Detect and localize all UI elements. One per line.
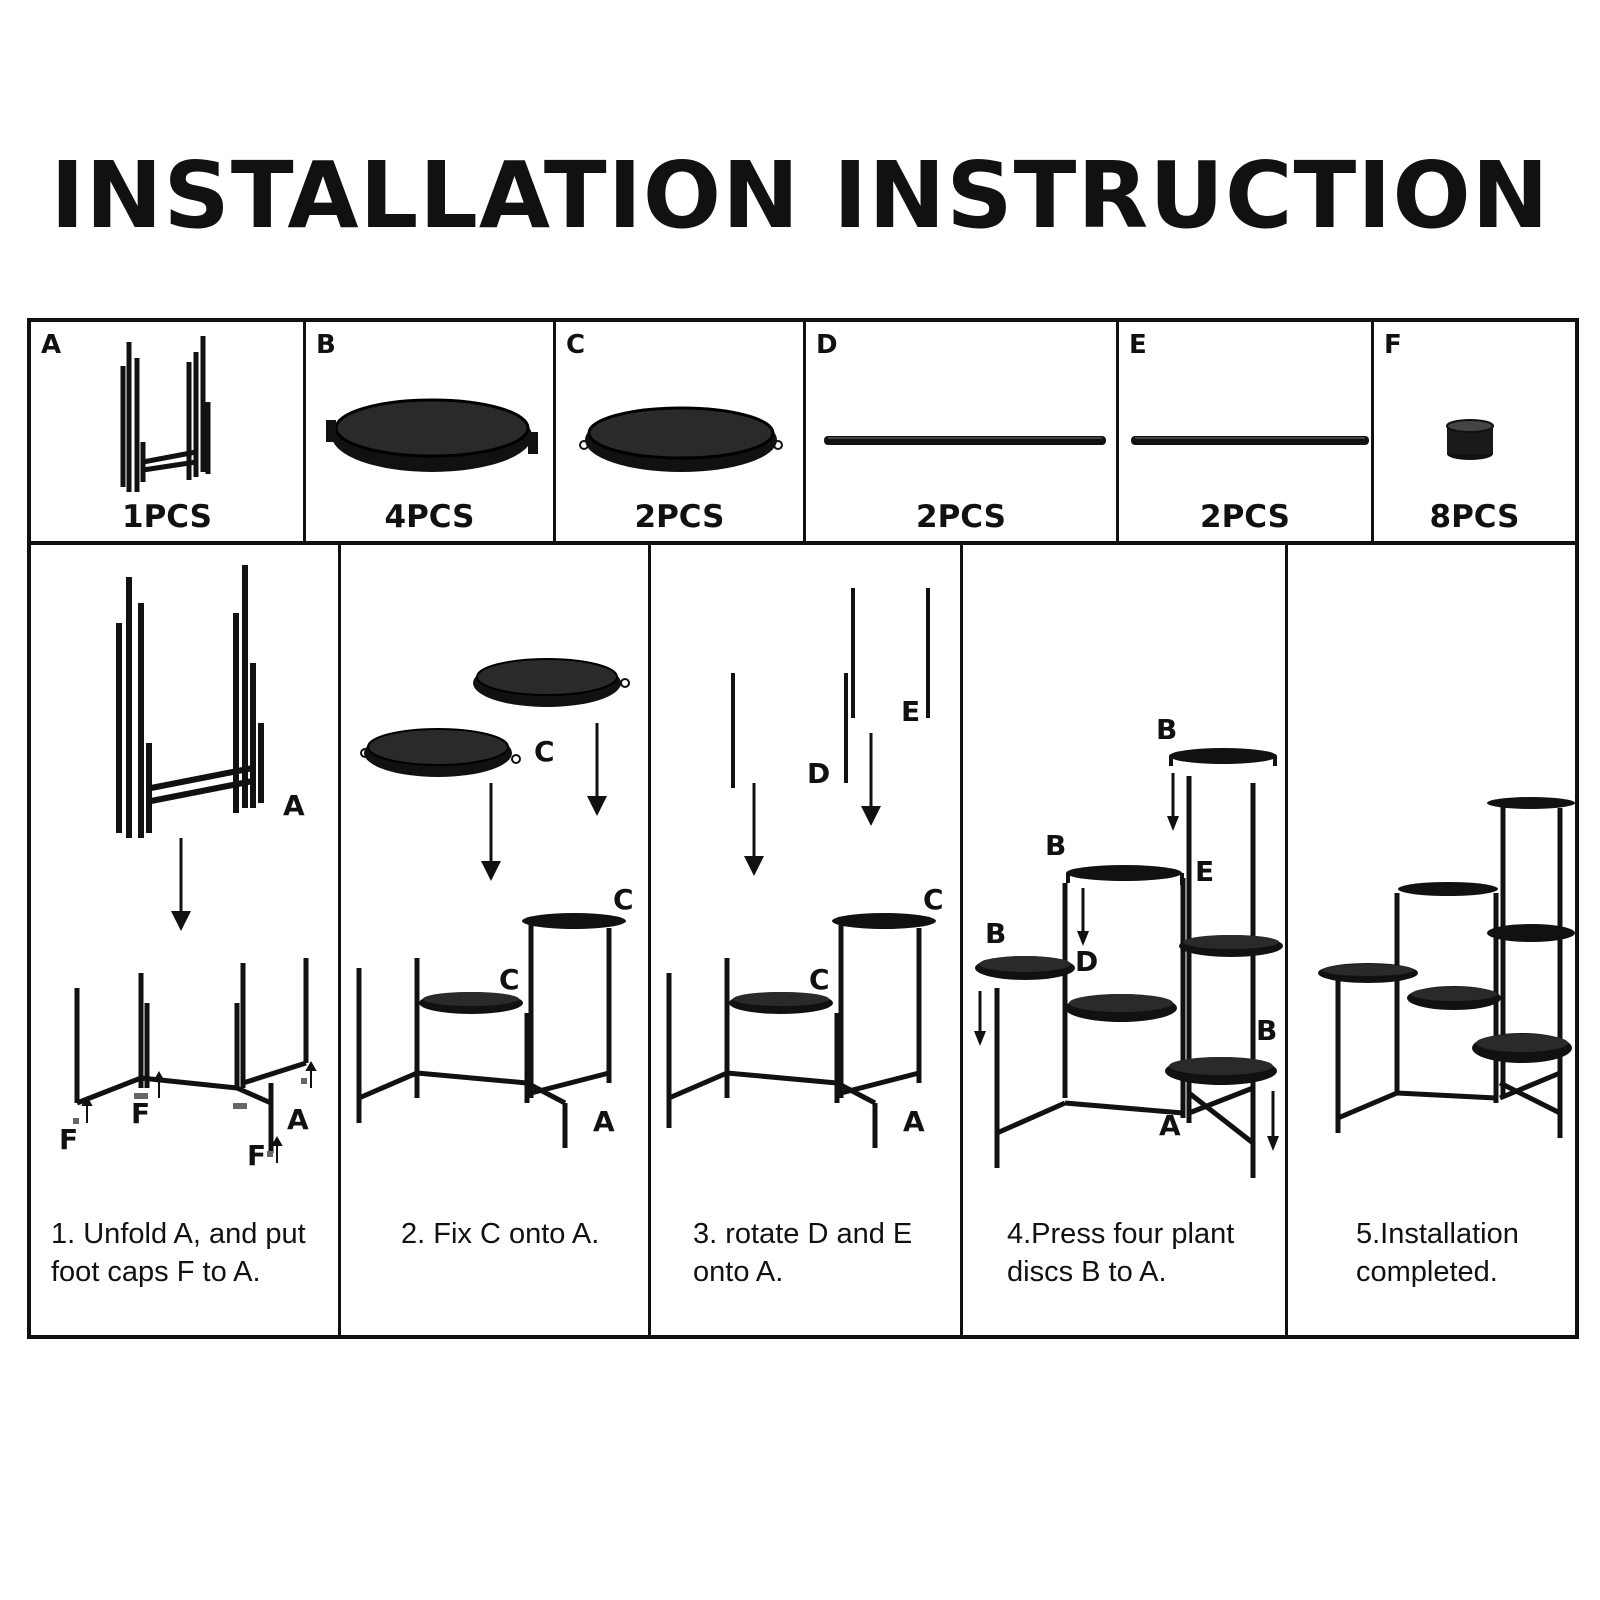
part-quantity: 1PCS — [122, 499, 212, 535]
label-c-right: C — [613, 883, 634, 916]
step-5-diagram — [1318, 797, 1575, 1138]
label-c-right: C — [923, 883, 944, 916]
part-letter: A — [41, 330, 62, 360]
part-letter: C — [566, 330, 586, 360]
label-a-top: A — [283, 789, 305, 822]
step-5-caption: 5.Installation completed. — [1356, 1218, 1519, 1288]
label-c-mid: C — [499, 963, 520, 996]
part-quantity: 2PCS — [634, 499, 725, 535]
label-f-1: F — [59, 1123, 78, 1156]
arrow-down-icon — [481, 861, 501, 881]
page-title: INSTALLATION INSTRUCTION — [50, 142, 1550, 249]
steps-table: A F F F — [27, 543, 1579, 1339]
arrow-down-icon — [744, 856, 764, 876]
step-4: B B E B D — [963, 543, 1288, 1335]
plant-disc-large-icon — [326, 398, 538, 472]
arrow-down-icon — [974, 1031, 986, 1046]
step-3-caption: 3. rotate D and E onto A. — [693, 1218, 913, 1288]
arrow-down-icon — [1167, 816, 1179, 831]
label-b-left: B — [985, 917, 1006, 950]
parts-table: A 1PCS B 4PCS C 2PCS — [27, 318, 1579, 545]
part-quantity: 4PCS — [384, 499, 475, 535]
label-a: A — [593, 1105, 615, 1138]
part-letter: B — [316, 330, 336, 360]
part-quantity: 2PCS — [916, 499, 1006, 535]
label-d: D — [807, 757, 830, 790]
step-1: A F F F — [31, 543, 341, 1335]
label-f-3: F — [247, 1139, 266, 1172]
label-a-bottom: A — [287, 1103, 309, 1136]
arrow-down-icon — [861, 806, 881, 826]
arrow-down-icon — [1077, 931, 1089, 946]
step-1-diagram: A F F F — [59, 565, 317, 1172]
label-c-mid: C — [809, 963, 830, 996]
step-3: D E C C A 3. rotate D and E onto A. — [651, 543, 963, 1335]
folded-frame-icon — [120, 336, 211, 492]
label-b-mid: B — [1045, 829, 1066, 862]
part-cell-e: E 2PCS — [1119, 322, 1374, 541]
label-b-right: B — [1256, 1014, 1277, 1047]
label-a: A — [903, 1105, 925, 1138]
part-letter: E — [1129, 330, 1147, 360]
rod-icon — [824, 436, 1106, 445]
step-3-diagram: D E C C A — [666, 588, 944, 1148]
step-4-caption: 4.Press four plant discs B to A. — [1007, 1218, 1235, 1288]
part-letter: F — [1384, 330, 1402, 360]
rod-icon — [1131, 436, 1369, 445]
part-quantity: 8PCS — [1429, 499, 1520, 535]
label-c-top: C — [534, 735, 555, 768]
part-cell-c: C 2PCS — [556, 322, 806, 541]
step-5: 5.Installation completed. — [1288, 543, 1575, 1335]
step-1-caption: 1. Unfold A, and put foot caps F to A. — [51, 1218, 306, 1288]
label-a: A — [1159, 1109, 1181, 1142]
label-b-top: B — [1156, 713, 1177, 746]
arrow-down-icon — [587, 796, 607, 816]
step-2: C C C A 2. Fix C onto A. — [341, 543, 651, 1335]
part-cell-d: D 2PCS — [806, 322, 1119, 541]
part-cell-a: A 1PCS — [31, 322, 306, 541]
arrow-down-icon — [1267, 1136, 1279, 1151]
label-d: D — [1075, 945, 1098, 978]
part-cell-f: F 8PCS — [1374, 322, 1575, 541]
arrow-down-icon — [171, 911, 191, 931]
plant-disc-small-icon — [579, 406, 783, 472]
step-2-caption: 2. Fix C onto A. — [401, 1218, 600, 1250]
part-cell-b: B 4PCS — [306, 322, 556, 541]
foot-cap-icon — [1446, 419, 1494, 460]
label-e: E — [901, 695, 920, 728]
part-quantity: 2PCS — [1200, 499, 1290, 535]
label-e: E — [1195, 855, 1214, 888]
part-letter: D — [816, 330, 838, 360]
label-f-2: F — [131, 1097, 150, 1130]
step-2-diagram: C C C A — [356, 658, 634, 1148]
step-4-diagram: B B E B D — [974, 713, 1283, 1178]
